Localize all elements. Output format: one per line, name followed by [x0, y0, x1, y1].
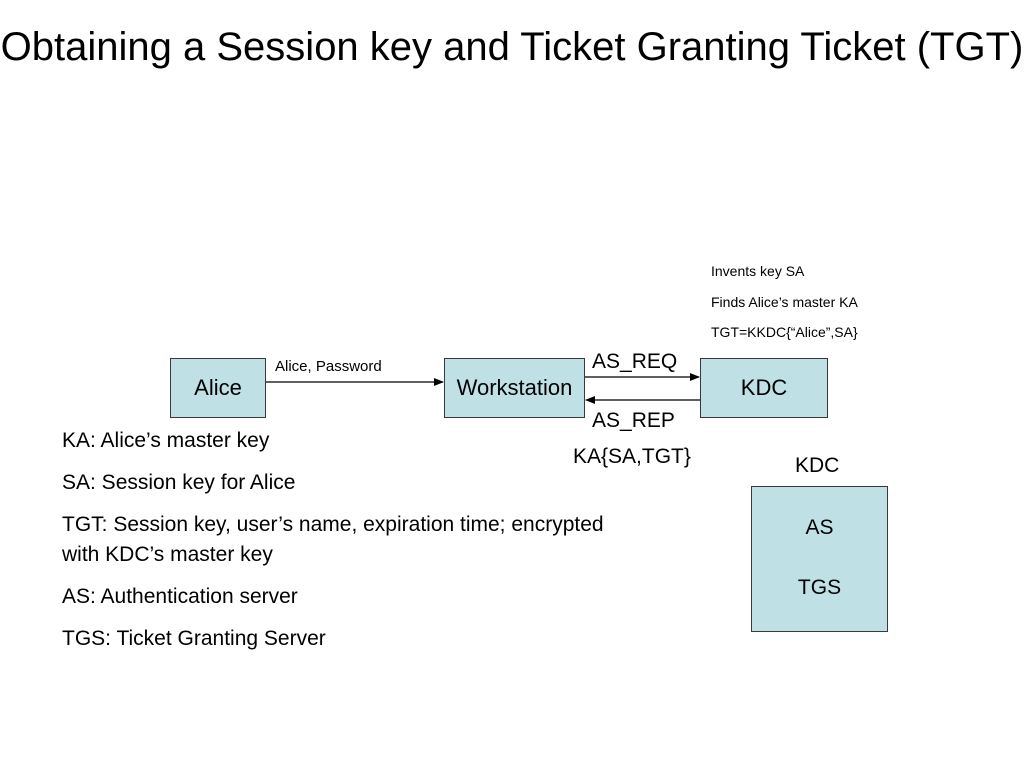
alice-node: Alice	[170, 358, 266, 418]
workstation-node-label: Workstation	[456, 375, 573, 400]
legend-item: SA: Session key for Alice	[62, 471, 296, 494]
kdc-note: Invents key SA	[711, 263, 805, 279]
kdc-note: Finds Alice’s master KA	[711, 294, 858, 310]
kdc-component-tgs: TGS	[797, 576, 842, 599]
legend-item: AS: Authentication server	[62, 585, 298, 608]
legend: KA: Alice’s master key SA: Session key f…	[62, 426, 662, 666]
kdc-detail-title: KDC	[795, 454, 840, 477]
as-req-label: AS_REQ	[592, 350, 678, 373]
alice-node-label: Alice	[194, 375, 242, 400]
kdc-note: TGT=KKDC{“Alice”,SA}	[711, 324, 858, 340]
alice-password-label: Alice, Password	[275, 358, 382, 375]
as-rep-label: AS_REP	[592, 409, 675, 432]
legend-item: TGT: Session key, user’s name, expiratio…	[62, 513, 604, 566]
legend-item: TGS: Ticket Granting Server	[62, 627, 326, 650]
kdc-node: KDC	[700, 358, 828, 418]
legend-item: KA: Alice’s master key	[62, 429, 270, 452]
kdc-node-label: KDC	[740, 375, 788, 400]
page-title: Obtaining a Session key and Ticket Grant…	[0, 25, 1024, 69]
as-rep-payload-label: KA{SA,TGT}	[573, 445, 691, 468]
workstation-node: Workstation	[444, 358, 585, 418]
kdc-component-as: AS	[805, 516, 834, 539]
kdc-detail-box: AS TGS	[751, 486, 888, 632]
